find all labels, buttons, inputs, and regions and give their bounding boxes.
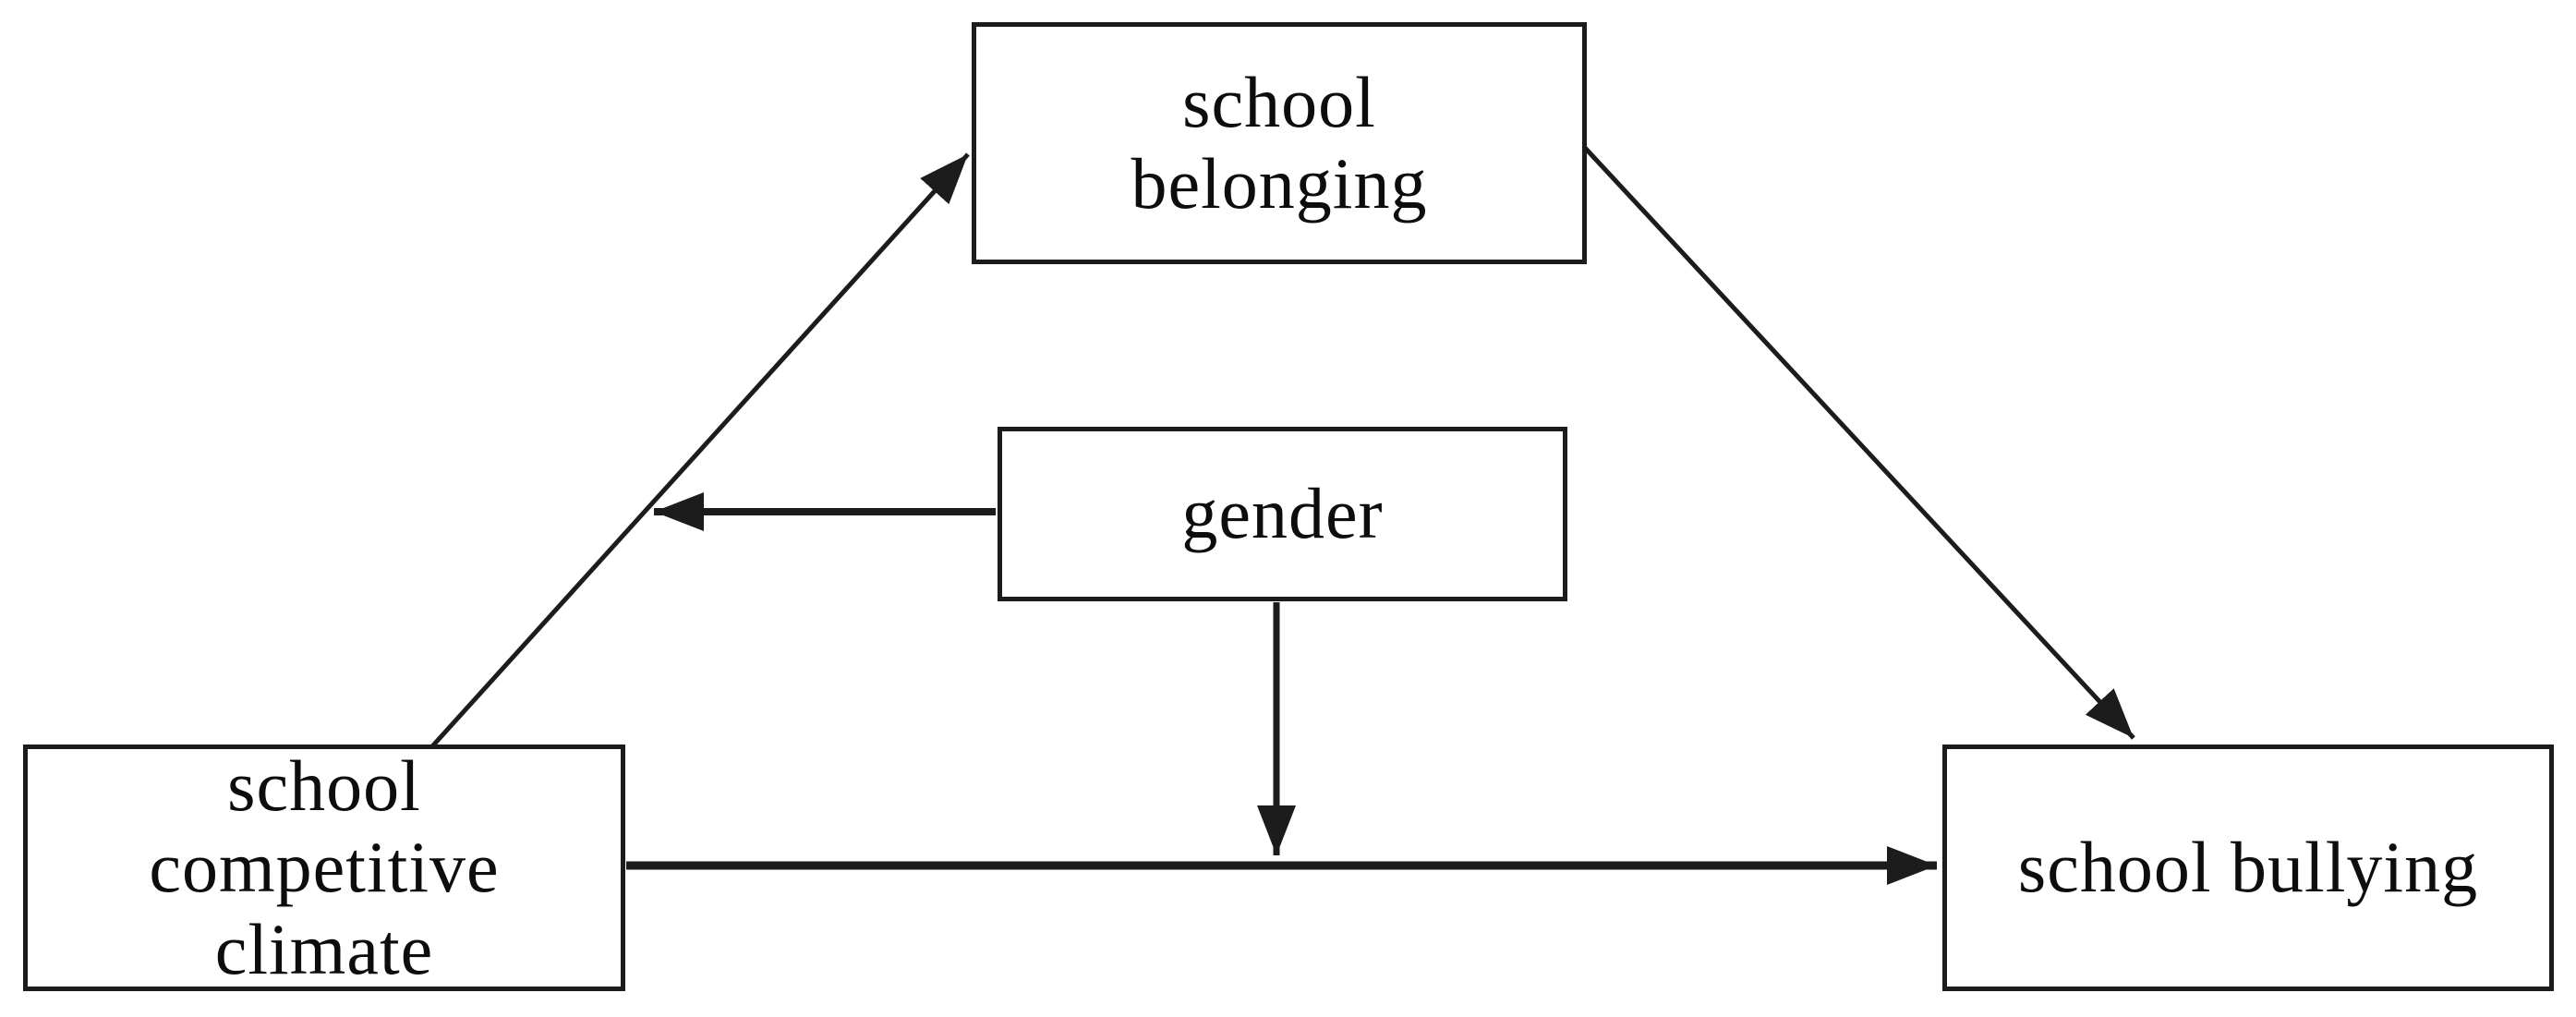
node-school-bullying-label: school bullying <box>2017 827 2479 908</box>
node-school-competitive-climate: school competitive climate <box>23 745 625 991</box>
node-gender: gender <box>998 427 1567 601</box>
node-school-bullying: school bullying <box>1942 745 2554 991</box>
node-school-belonging-label: school belonging <box>1131 61 1428 224</box>
edge-belonging-to-bullying <box>1583 146 2135 740</box>
edge-climate-to-belonging <box>430 152 970 748</box>
node-school-competitive-climate-label: school competitive climate <box>149 745 500 989</box>
node-school-belonging: school belonging <box>972 22 1587 264</box>
node-gender-label: gender <box>1181 473 1384 554</box>
